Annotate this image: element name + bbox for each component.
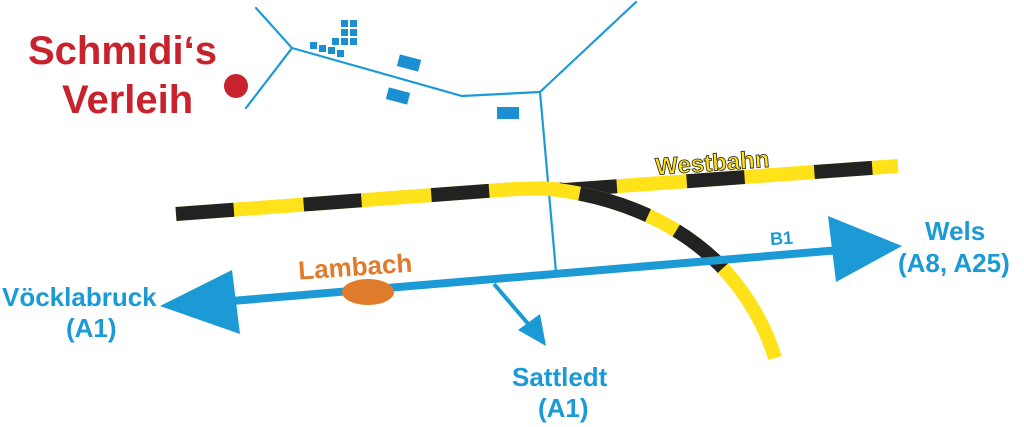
location-dot-icon xyxy=(224,74,248,98)
business-name-line1: Schmidi‘s xyxy=(28,29,217,73)
east-city-label: Wels xyxy=(925,216,985,246)
road-b1 xyxy=(160,216,902,346)
business-name-line2: Verleih xyxy=(62,78,193,122)
buildings xyxy=(310,20,519,119)
town-label: Lambach xyxy=(297,248,413,286)
road-label: B1 xyxy=(769,228,793,250)
local-streets xyxy=(244,0,638,274)
street-northeast xyxy=(538,0,638,94)
west-city-label: Vöcklabruck xyxy=(2,282,157,312)
arrow-south-icon xyxy=(518,314,546,346)
west-road-label: (A1) xyxy=(66,313,117,343)
street-west xyxy=(244,6,294,110)
south-road-label: (A1) xyxy=(538,393,589,423)
town-marker xyxy=(342,279,394,305)
east-road-label: (A8, A25) xyxy=(898,248,1010,278)
arrow-west-icon xyxy=(160,270,240,334)
street-center xyxy=(290,46,542,98)
arrow-east-icon xyxy=(828,216,902,282)
south-city-label: Sattledt xyxy=(512,362,608,392)
